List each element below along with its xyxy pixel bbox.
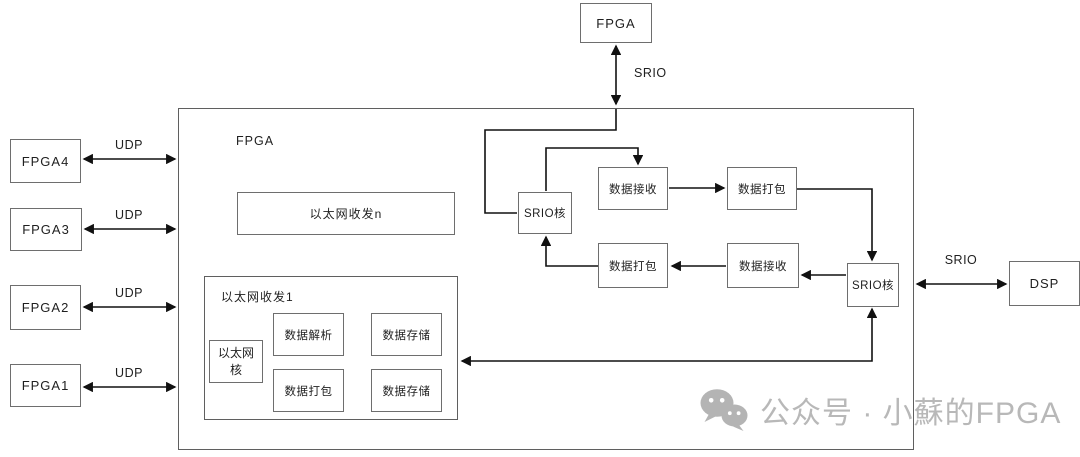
edge-label-udp-fpga2: UDP bbox=[115, 286, 143, 300]
node-data-store-top: 数据存储 bbox=[371, 313, 442, 356]
main-fpga-label: FPGA bbox=[236, 134, 275, 148]
eth-core-label: 以太网核 bbox=[217, 346, 254, 377]
node-srio-core-right: SRIO核 bbox=[847, 263, 899, 307]
edge-label-udp-fpga1: UDP bbox=[115, 366, 143, 380]
edge-label-udp-fpga3: UDP bbox=[115, 208, 143, 222]
node-fpga-top: FPGA bbox=[580, 3, 652, 43]
node-fpga3: FPGA3 bbox=[10, 208, 82, 251]
eth-transceiver-1-label: 以太网收发1 bbox=[221, 290, 294, 304]
watermark-text: 公众号 · 小蘇的FPGA bbox=[760, 397, 1062, 430]
node-data-parse: 数据解析 bbox=[273, 313, 344, 356]
edge-label-srio-dsp: SRIO bbox=[944, 253, 978, 267]
edge-label-srio-top: SRIO bbox=[634, 66, 667, 80]
node-eth-transceiver-n: 以太网收发n bbox=[237, 192, 455, 235]
node-fpga4: FPGA4 bbox=[10, 139, 81, 183]
node-data-store-bottom: 数据存储 bbox=[371, 369, 442, 412]
node-eth-core: 以太网核 bbox=[209, 340, 263, 383]
node-data-pack-bottom: 数据打包 bbox=[598, 243, 668, 288]
node-data-recv-top: 数据接收 bbox=[598, 167, 668, 210]
wechat-icon bbox=[700, 389, 748, 431]
watermark: 公众号 · 小蘇的FPGA bbox=[698, 388, 1061, 432]
node-srio-core-left: SRIO核 bbox=[518, 192, 572, 234]
node-data-recv-bottom: 数据接收 bbox=[727, 243, 799, 288]
edge-label-udp-fpga4: UDP bbox=[115, 138, 143, 152]
node-data-pack-top: 数据打包 bbox=[727, 167, 797, 210]
node-fpga2: FPGA2 bbox=[10, 285, 81, 330]
node-data-pack-inner: 数据打包 bbox=[273, 369, 344, 412]
node-dsp: DSP bbox=[1009, 261, 1080, 306]
node-fpga1: FPGA1 bbox=[10, 364, 81, 407]
